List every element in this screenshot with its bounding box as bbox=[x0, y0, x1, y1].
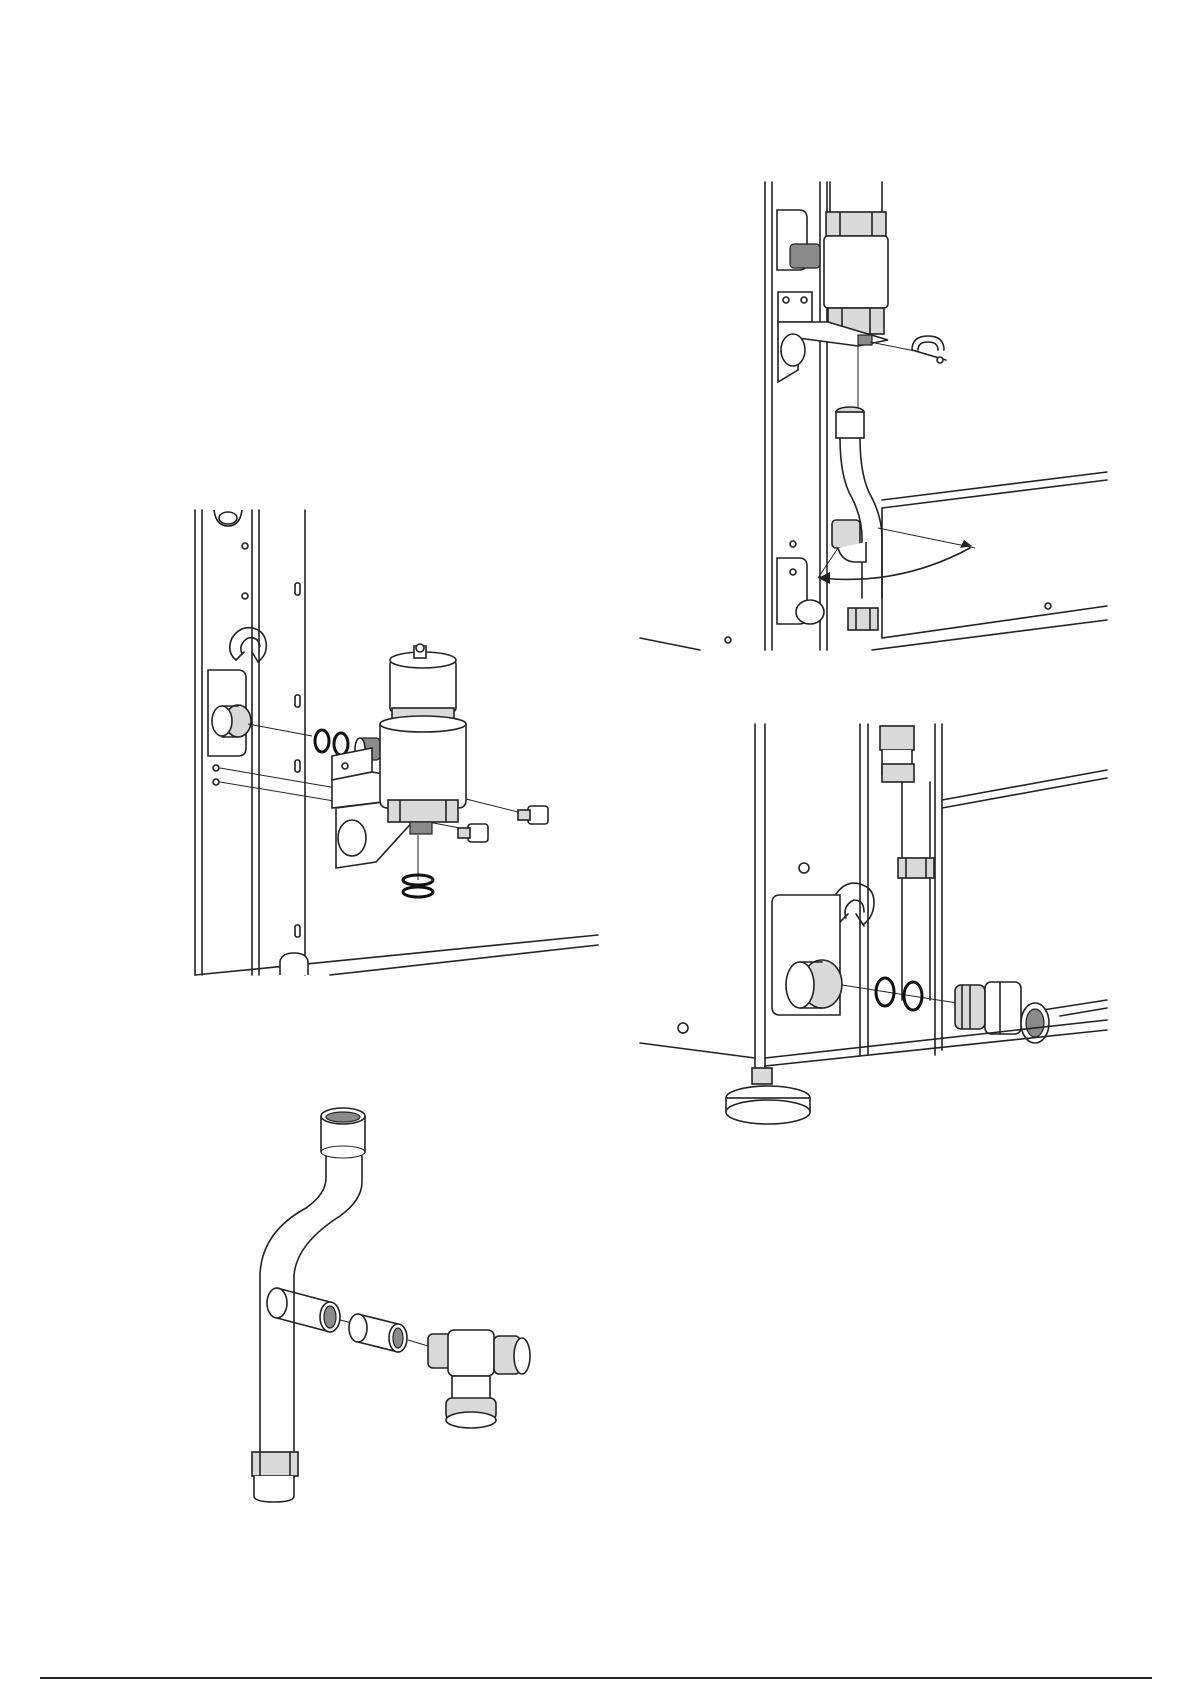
screw-icon bbox=[458, 824, 488, 842]
screw-icon bbox=[518, 806, 548, 824]
fig-bottom-connection bbox=[640, 724, 1107, 1124]
fig-valve-bracket-assembly bbox=[195, 510, 598, 975]
fig-pipe-elbow-mount bbox=[640, 182, 1107, 650]
footer-rule bbox=[40, 1677, 1152, 1679]
fig-pipe-tee-assembly bbox=[252, 1108, 530, 1502]
pipe-clip-icon bbox=[230, 628, 267, 662]
adjustable-foot-icon bbox=[726, 1086, 810, 1124]
pipe-clip-icon bbox=[912, 336, 946, 363]
